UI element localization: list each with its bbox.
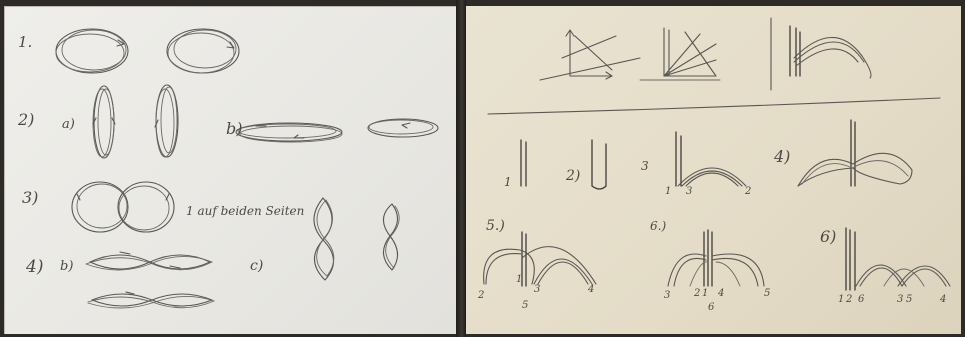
left-row2a-loops (93, 85, 178, 158)
label-fig4: 4) (773, 147, 790, 166)
num-f5-e: 5 (522, 300, 528, 311)
label-fig3: 3 (641, 159, 649, 173)
left-row3-loops (72, 182, 399, 280)
label-fig2: 2) (565, 168, 580, 184)
num-f5-c: 3 (534, 284, 540, 295)
num-f6b-b: 2 (845, 294, 852, 305)
num-f6a-d: 4 (717, 288, 724, 299)
right-sheet-labels: 1 2) 3 4) 5.) 6.) 6) 1 3 2 2 1 3 4 5 3 2… (477, 147, 946, 313)
left-row1-loops (56, 29, 239, 73)
right-fig2 (592, 140, 606, 189)
num-f3-b: 3 (686, 186, 692, 197)
num-f6a-f: 5 (764, 288, 770, 299)
right-fig6b (846, 228, 950, 290)
label-fig5: 5.) (486, 218, 505, 234)
right-divider-line (488, 98, 940, 114)
right-fig4 (798, 120, 912, 186)
left-row2b-loops (236, 119, 438, 142)
num-f6b-f: 4 (939, 294, 946, 305)
left-sheet-labels: 1. 2) a) b) 3) 1 auf beiden Seiten 4) b)… (17, 33, 304, 277)
right-top-sketches (540, 18, 871, 90)
right-fig3 (676, 132, 746, 186)
label-row3-note: 1 auf beiden Seiten (186, 204, 304, 218)
num-f6b-a: 1 (838, 294, 844, 305)
label-fig1: 1 (504, 175, 512, 189)
right-fig1 (521, 140, 526, 186)
num-f3-a: 1 (665, 186, 671, 197)
label-row2b: b) (226, 119, 242, 138)
label-row4: 4) (25, 257, 43, 277)
label-row1: 1. (18, 33, 32, 51)
num-f5-d: 4 (587, 284, 594, 295)
num-f6b-e: 5 (906, 294, 912, 305)
num-f6a-c: 1 (702, 288, 708, 299)
label-row2: 2) (17, 110, 34, 129)
label-row4b: b) (60, 259, 73, 274)
num-f6b-c: 6 (858, 294, 865, 305)
num-f3-c: 2 (744, 186, 751, 197)
num-f6a-e: 6 (708, 302, 715, 313)
label-row4c: c) (250, 258, 263, 274)
num-f6a-b: 2 (693, 288, 700, 299)
label-fig6a: 6.) (650, 219, 666, 233)
left-row4-loops (86, 252, 214, 308)
num-f6b-d: 3 (897, 294, 903, 305)
num-f5-a: 2 (477, 290, 484, 301)
right-fig5 (484, 232, 596, 286)
label-fig6b: 6) (820, 227, 836, 246)
label-row3: 3) (22, 188, 38, 207)
label-row2a: a) (62, 117, 75, 132)
num-f6a-a: 3 (664, 290, 670, 301)
right-fig6a (668, 230, 764, 286)
num-f5-b: 1 (516, 274, 522, 285)
